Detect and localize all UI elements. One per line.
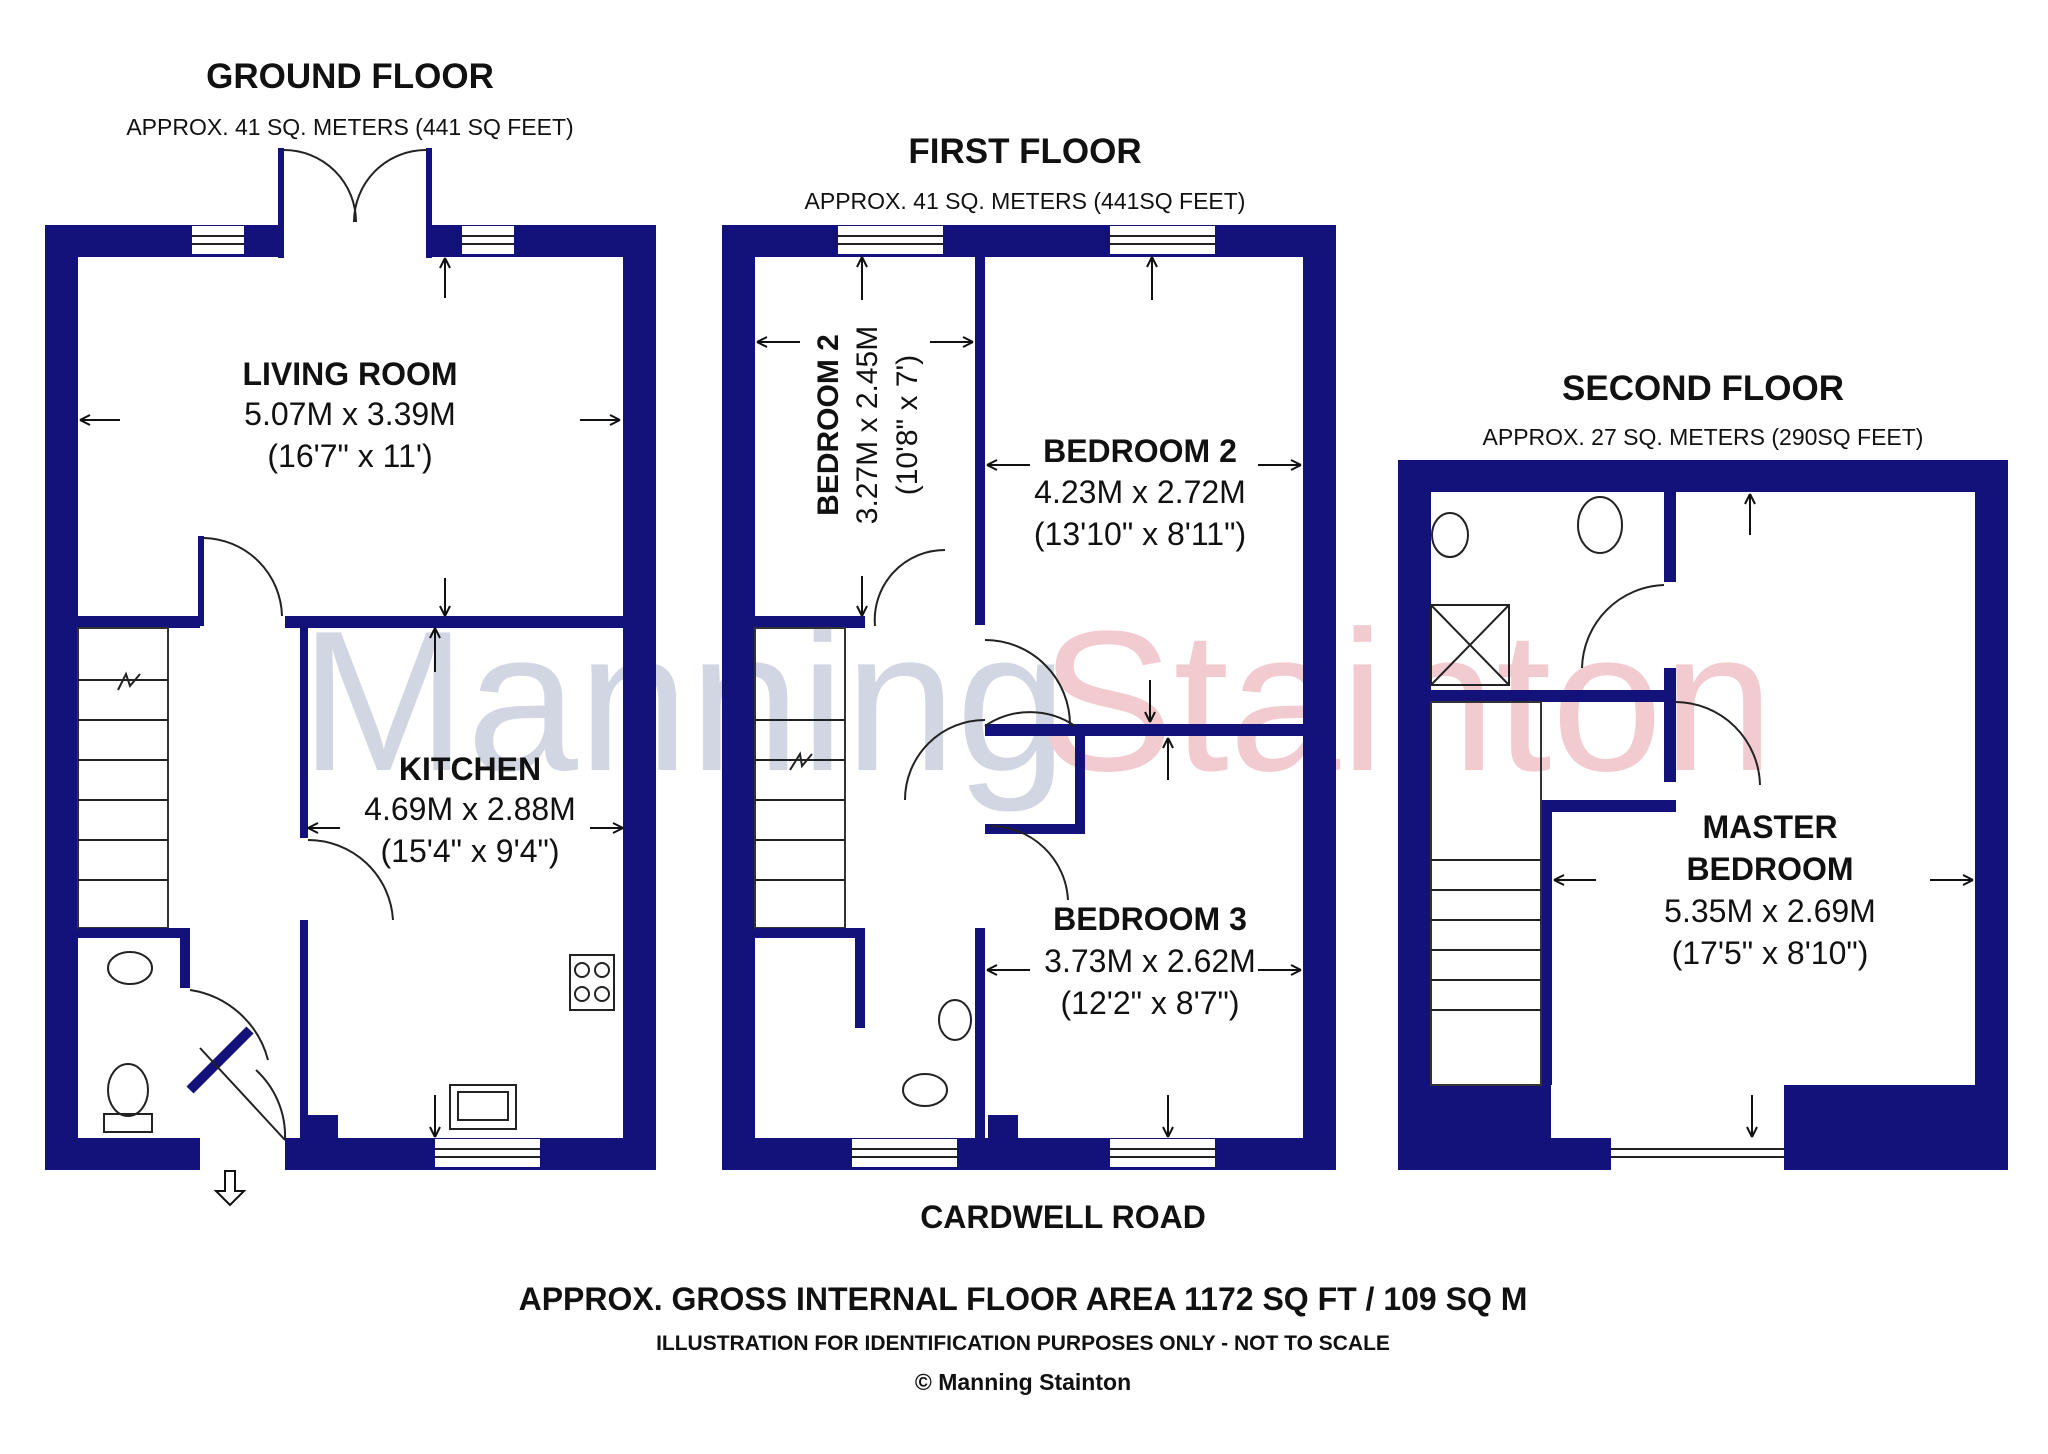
gross-area-caption: APPROX. GROSS INTERNAL FLOOR AREA 1172 S…: [519, 1281, 1528, 1317]
room-metric-bedroom-2-large: 4.23M x 2.72M: [1034, 474, 1246, 510]
second-floor-plan: [1398, 460, 2008, 1170]
room-metric-living-room: 5.07M x 3.39M: [244, 396, 456, 432]
first-floor-title: FIRST FLOOR: [908, 132, 1141, 171]
room-metric-bedroom-3: 3.73M x 2.62M: [1044, 943, 1256, 979]
room-name-bedroom-2-small: BEDROOM 2: [812, 334, 845, 516]
ground-floor-title: GROUND FLOOR: [206, 57, 494, 96]
copyright-caption: © Manning Stainton: [915, 1369, 1131, 1395]
room-metric-master-bedroom: 5.35M x 2.69M: [1664, 893, 1876, 929]
room-imperial-kitchen: (15'4" x 9'4"): [380, 833, 559, 869]
room-name-living-room: LIVING ROOM: [242, 356, 457, 392]
room-imperial-bedroom-2-large: (13'10" x 8'11"): [1034, 516, 1246, 552]
room-imperial-bedroom-2-small: (10'8" x 7'): [891, 355, 924, 496]
room-name-kitchen: KITCHEN: [399, 751, 541, 787]
room-name-bedroom-2-large: BEDROOM 2: [1043, 433, 1237, 469]
second-floor-title: SECOND FLOOR: [1562, 369, 1844, 408]
second-floor-area: APPROX. 27 SQ. METERS (290SQ FEET): [1483, 424, 1924, 450]
street-name: CARDWELL ROAD: [920, 1199, 1206, 1235]
room-imperial-master-bedroom: (17'5" x 8'10"): [1672, 935, 1869, 971]
room-metric-bedroom-2-small: 3.27M x 2.45M: [851, 326, 884, 524]
disclaimer-caption: ILLUSTRATION FOR IDENTIFICATION PURPOSES…: [656, 1332, 1390, 1355]
room-name-master-bedroom-line-1: MASTER: [1702, 809, 1837, 845]
room-name-bedroom-3: BEDROOM 3: [1053, 901, 1247, 937]
first-floor-plan: [722, 225, 1336, 1170]
ground-floor-area: APPROX. 41 SQ. METERS (441 SQ FEET): [126, 114, 573, 140]
room-metric-kitchen: 4.69M x 2.88M: [364, 791, 576, 827]
room-imperial-bedroom-3: (12'2" x 8'7"): [1060, 985, 1239, 1021]
room-name-master-bedroom-line-2: BEDROOM: [1686, 851, 1853, 887]
room-imperial-living-room: (16'7" x 11'): [267, 438, 432, 474]
ground-floor-plan: [45, 148, 656, 1207]
first-floor-area: APPROX. 41 SQ. METERS (441SQ FEET): [805, 188, 1246, 214]
